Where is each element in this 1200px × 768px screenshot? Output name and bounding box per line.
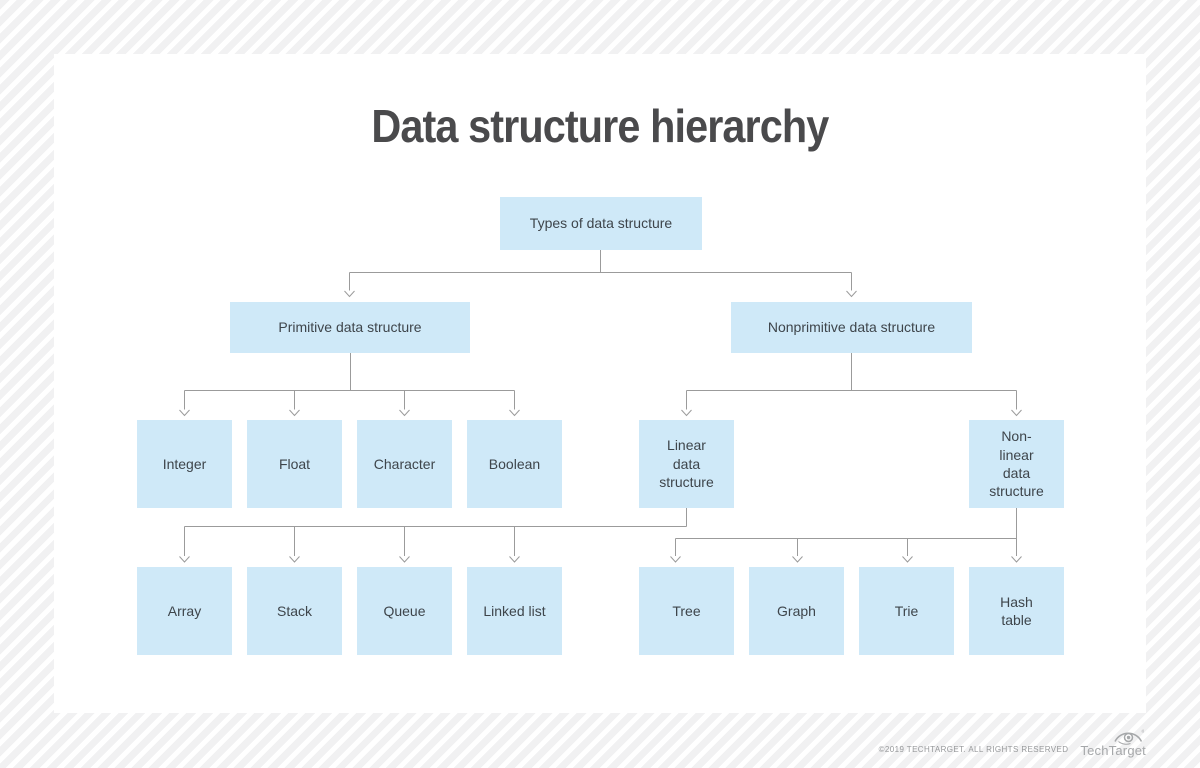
node-label: Boolean [488, 455, 541, 472]
node-label: Hash table [1000, 593, 1033, 628]
node-label: Trie [894, 602, 919, 619]
brand-wordmark: TechTarget [1080, 743, 1146, 758]
node-primitive-data-structure: Primitive data structure [230, 302, 470, 353]
node-types-of-data-structure: Types of data structure [500, 197, 702, 250]
node-label: Nonprimitive data structure [767, 319, 936, 336]
node-label: Stack [276, 602, 312, 619]
node-label: Tree [672, 602, 701, 619]
node-character: Character [357, 420, 452, 508]
eye-icon: ® [1114, 728, 1144, 745]
copyright-text: ©2019 TECHTARGET. ALL RIGHTS RESERVED [878, 745, 1069, 754]
node-integer: Integer [137, 420, 232, 508]
node-stack: Stack [247, 567, 342, 655]
node-label: Queue [383, 602, 426, 619]
node-label: Linear data structure [659, 437, 714, 491]
node-label: Integer [162, 455, 207, 472]
node-nonprimitive-data-structure: Nonprimitive data structure [731, 302, 972, 353]
node-linked-list: Linked list [467, 567, 562, 655]
node-label: Character [373, 455, 436, 472]
page-title: Data structure hierarchy [0, 99, 1200, 153]
node-queue: Queue [357, 567, 452, 655]
node-graph: Graph [749, 567, 844, 655]
svg-text:®: ® [1142, 728, 1145, 734]
node-label: Linked list [483, 602, 546, 619]
node-float: Float [247, 420, 342, 508]
node-nonlinear-data-structure: Non- linear data structure [969, 420, 1064, 508]
footer: ©2019 TECHTARGET. ALL RIGHTS RESERVED ® … [878, 728, 1146, 760]
techtarget-logo: ® TechTarget [1080, 728, 1146, 760]
node-label: Float [278, 455, 311, 472]
node-label: Graph [777, 602, 816, 619]
node-label: Types of data structure [529, 215, 673, 232]
node-boolean: Boolean [467, 420, 562, 508]
node-tree: Tree [639, 567, 734, 655]
node-linear-data-structure: Linear data structure [639, 420, 734, 508]
page-title-text: Data structure hierarchy [371, 100, 829, 152]
node-hash-table: Hash table [969, 567, 1064, 655]
node-label: Array [167, 602, 202, 619]
node-trie: Trie [859, 567, 954, 655]
node-array: Array [137, 567, 232, 655]
node-label: Primitive data structure [278, 319, 422, 336]
node-label: Non- linear data structure [989, 428, 1044, 500]
